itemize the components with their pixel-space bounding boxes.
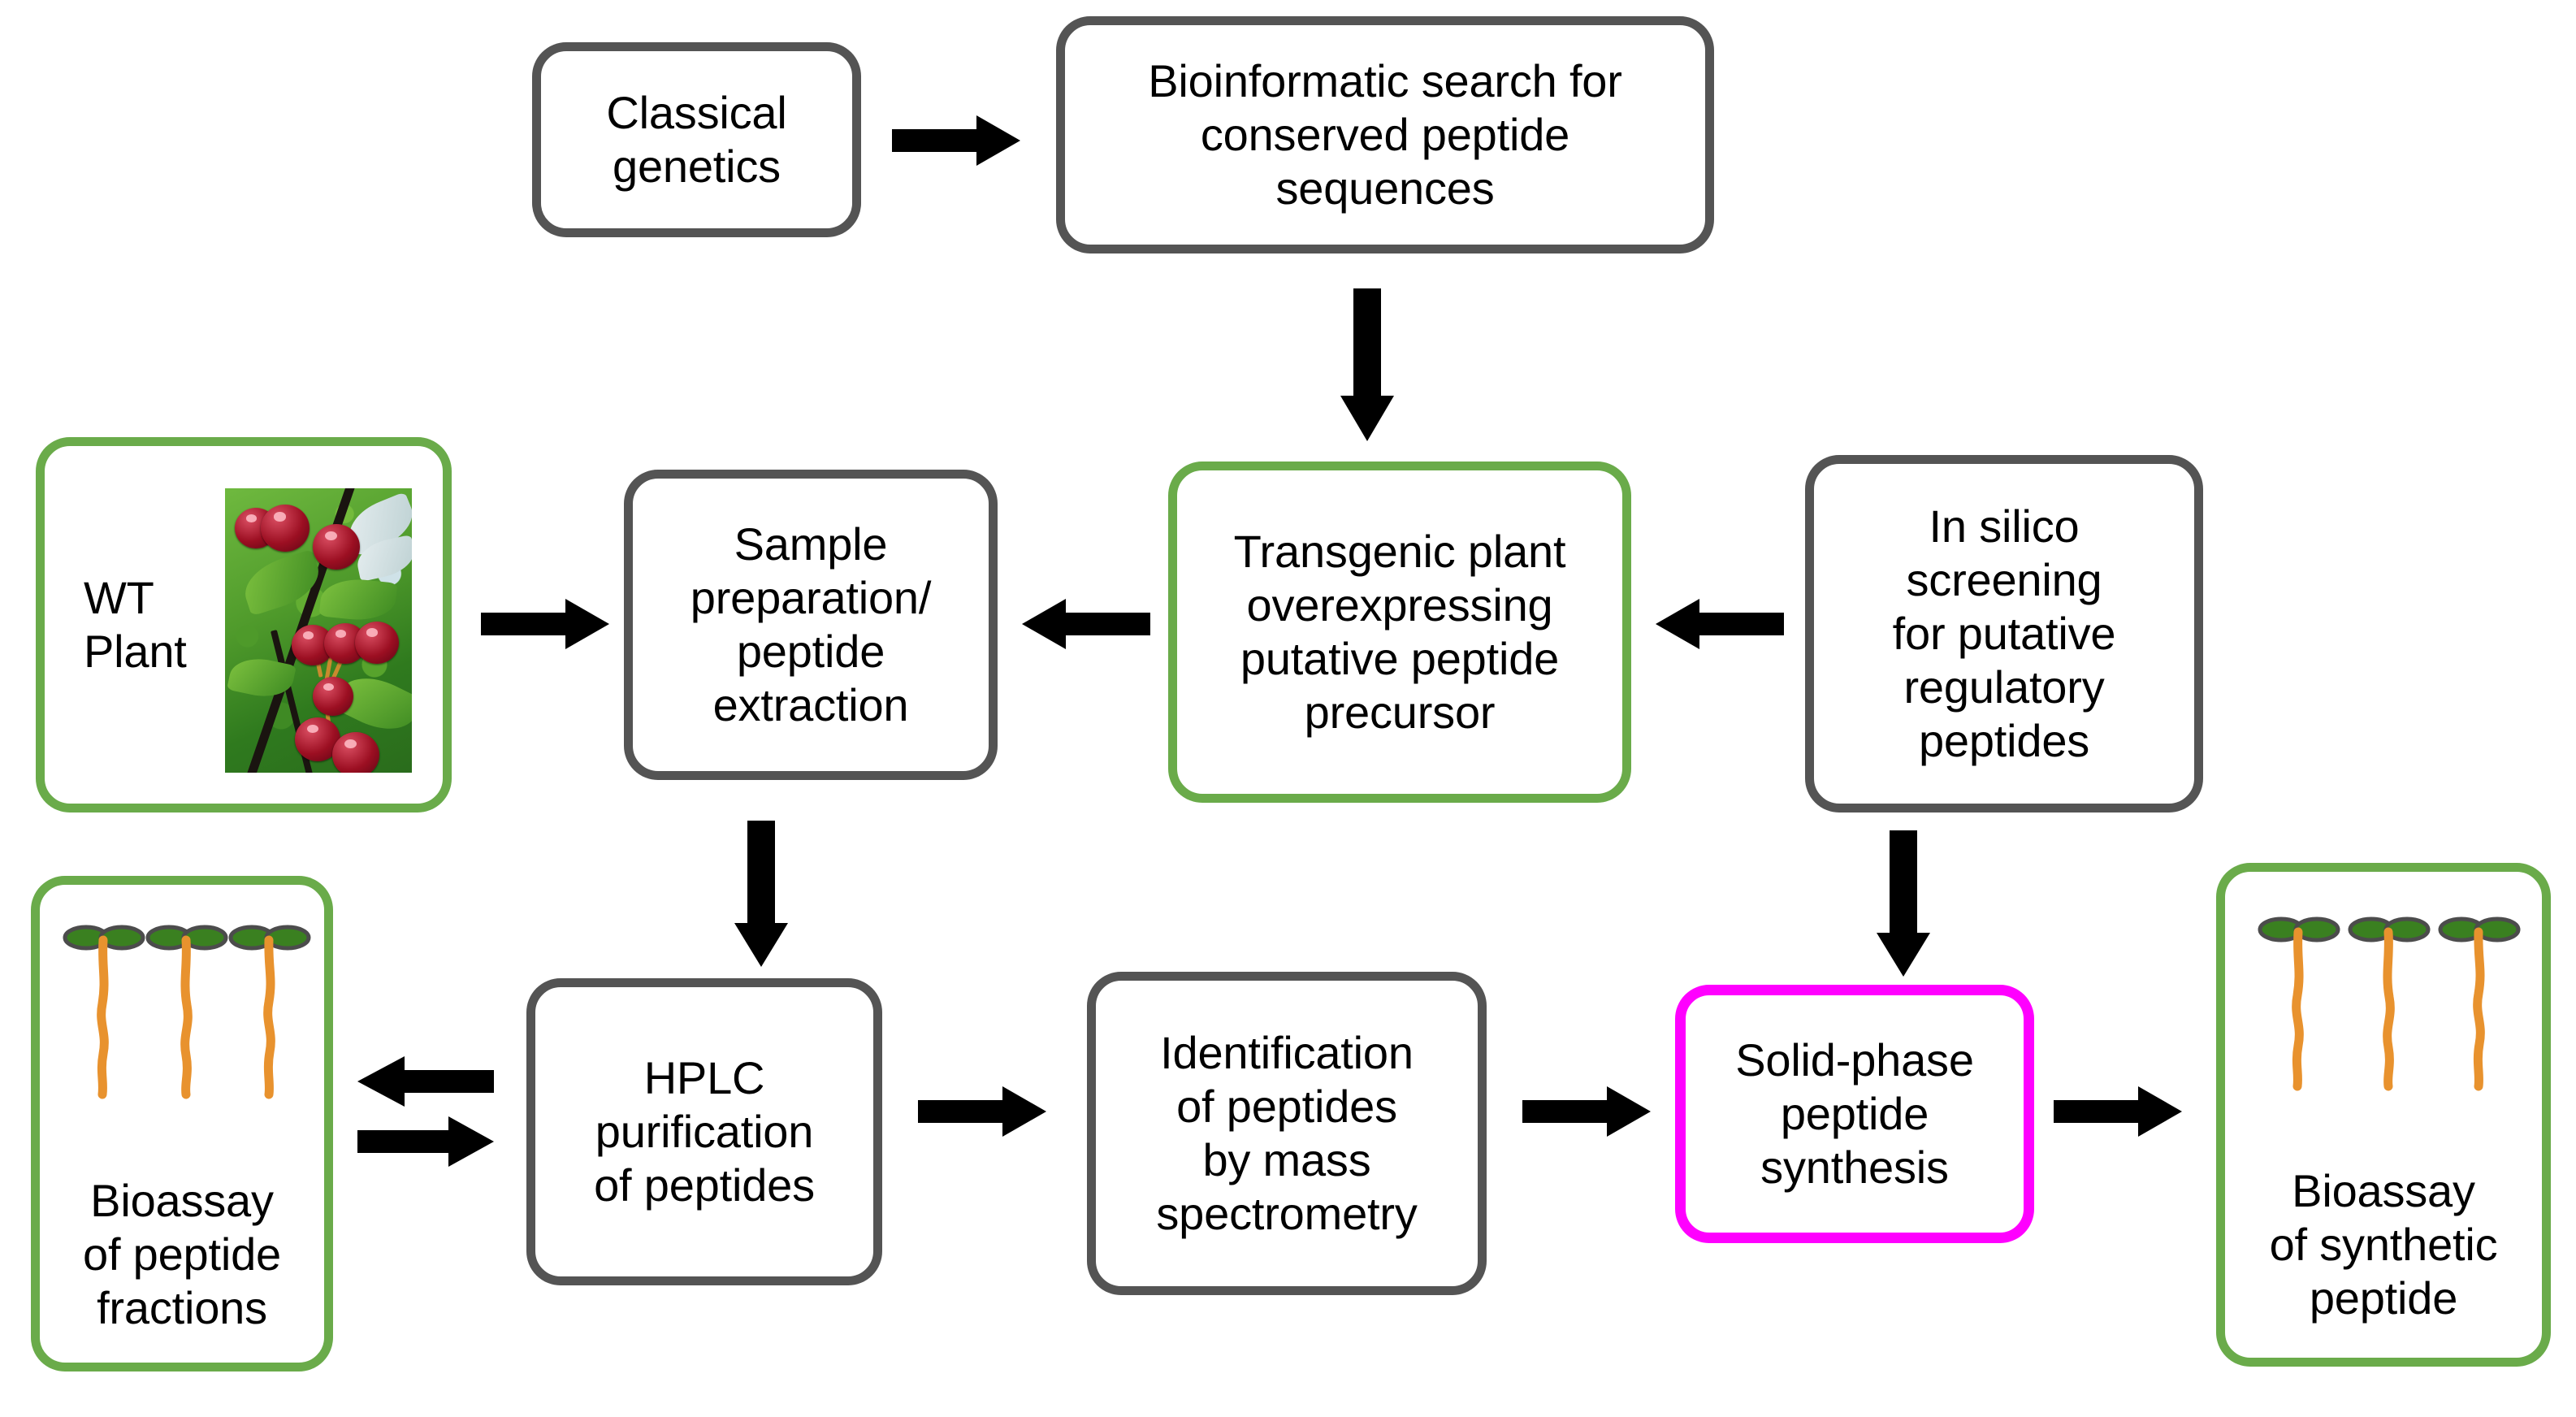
- node-bioassay-synthetic[interactable]: Bioassay of synthetic peptide: [2216, 863, 2551, 1367]
- seedling-group-synthetic: [2258, 911, 2521, 1091]
- node-classical-genetics[interactable]: Classical genetics: [532, 42, 861, 237]
- node-sample-preparation[interactable]: Sample preparation/ peptide extraction: [624, 470, 998, 780]
- arrow-hplc-to-ms: [918, 1085, 1048, 1138]
- node-label: Sample preparation/ peptide extraction: [690, 518, 932, 731]
- node-label: Bioinformatic search for conserved pepti…: [1148, 54, 1622, 214]
- seedling-icon: [2258, 911, 2340, 1091]
- arrow-bioinformatic-to-transgenic: [1339, 288, 1396, 443]
- node-bioassay-fractions[interactable]: Bioassay of peptide fractions: [31, 876, 333, 1372]
- node-label: Identification of peptides by mass spect…: [1156, 1026, 1418, 1240]
- node-in-silico-screening[interactable]: In silico screening for putative regulat…: [1805, 455, 2203, 812]
- node-bioinformatic-search[interactable]: Bioinformatic search for conserved pepti…: [1056, 16, 1714, 254]
- seedling-group-fractions: [63, 919, 311, 1099]
- node-hplc-purification[interactable]: HPLC purification of peptides: [526, 978, 882, 1285]
- seedling-icon: [2348, 911, 2431, 1091]
- arrow-classical-to-bioinformatic: [892, 114, 1022, 167]
- arrow-synthesis-to-bioassay: [2054, 1085, 2184, 1138]
- node-label: Bioassay of synthetic peptide: [2269, 1164, 2498, 1324]
- seedling-icon: [2438, 911, 2521, 1091]
- node-label: Transgenic plant overexpressing putative…: [1233, 525, 1566, 739]
- node-label: Classical genetics: [606, 86, 787, 192]
- node-label: Bioassay of peptide fractions: [83, 1174, 281, 1333]
- seedling-icon: [145, 919, 228, 1099]
- arrow-wt-to-sample: [481, 597, 611, 651]
- node-wt-plant[interactable]: WT Plant: [36, 437, 452, 812]
- node-transgenic-plant[interactable]: Transgenic plant overexpressing putative…: [1168, 462, 1631, 803]
- arrow-transgenic-to-sample: [1022, 597, 1152, 651]
- arrow-insilico-to-transgenic: [1656, 597, 1786, 651]
- node-mass-spectrometry[interactable]: Identification of peptides by mass spect…: [1087, 972, 1487, 1295]
- node-label: Solid-phase peptide synthesis: [1735, 1034, 1974, 1194]
- cherry-tree-photo: [225, 488, 412, 773]
- arrow-hplc-to-bioassay: [357, 1055, 496, 1108]
- seedling-icon: [63, 919, 145, 1099]
- node-label: HPLC purification of peptides: [594, 1051, 815, 1211]
- seedling-icon: [228, 919, 311, 1099]
- arrow-insilico-to-synthesis: [1875, 830, 1932, 978]
- arrow-sample-to-hplc: [733, 821, 790, 968]
- node-label: In silico screening for putative regulat…: [1892, 500, 2116, 767]
- arrow-ms-to-synthesis: [1522, 1085, 1652, 1138]
- node-solid-phase-synthesis[interactable]: Solid-phase peptide synthesis: [1675, 985, 2034, 1243]
- arrow-bioassay-to-hplc: [357, 1115, 496, 1168]
- node-label: WT Plant: [84, 571, 187, 677]
